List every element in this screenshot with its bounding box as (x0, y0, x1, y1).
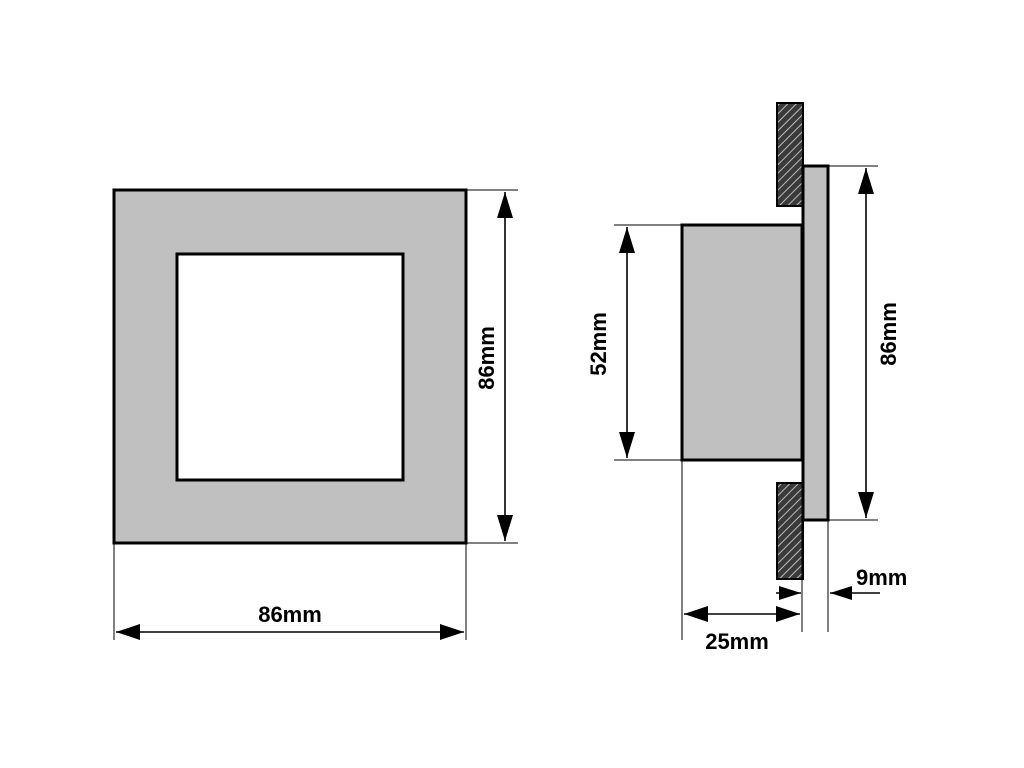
front-width-label: 86mm (258, 602, 322, 627)
front-height-label: 86mm (474, 326, 499, 390)
side-front-plate (801, 164, 830, 522)
body-height-label: 52mm (586, 312, 611, 376)
depth-label: 25mm (705, 629, 769, 654)
plate-height-arrow-top (858, 168, 874, 194)
depth-arrow-right (776, 606, 800, 622)
front-width-arrow-left (116, 624, 140, 640)
side-view: 52mm 86mm 25mm 9mm (586, 102, 907, 654)
front-width-arrow-right (440, 624, 464, 640)
front-inner-window (175, 252, 405, 482)
front-height-arrow-top (497, 192, 513, 218)
thickness-arrow-left (779, 586, 801, 600)
front-view: 86mm 86mm (112, 188, 518, 640)
body-height-arrow-top (619, 227, 635, 253)
plate-height-arrow-bottom (858, 492, 874, 518)
thickness-arrow-right (830, 586, 852, 600)
body-height-arrow-bottom (619, 432, 635, 458)
plate-height-label: 86mm (876, 302, 901, 366)
wall-section-top (776, 102, 804, 207)
thickness-label: 9mm (856, 565, 907, 590)
depth-arrow-left (684, 606, 708, 622)
front-height-arrow-bottom (497, 515, 513, 541)
wall-section-bottom (776, 482, 804, 580)
side-body (680, 223, 804, 462)
